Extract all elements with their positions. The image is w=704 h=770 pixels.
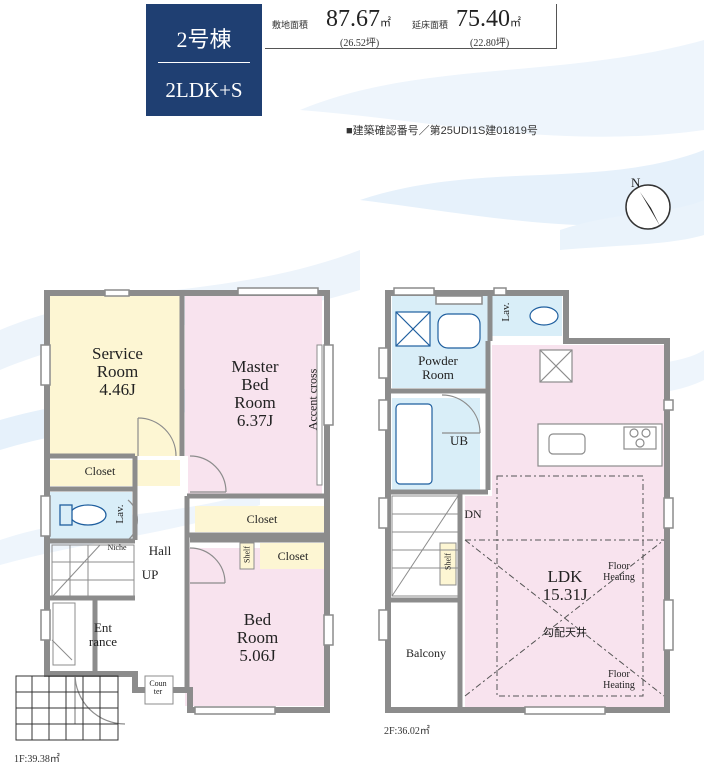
header-underline	[265, 48, 557, 49]
closet-1f-mid-label: Closet	[246, 512, 278, 526]
floor1-area-label: 1F:39.38㎡	[14, 754, 60, 765]
floor2-area-label: 2F:36.02㎡	[384, 726, 430, 737]
shelf-2f-label: Shelf	[443, 553, 453, 570]
compass-north-label: N	[631, 175, 641, 190]
lav-1f-label: Lav.	[114, 504, 126, 524]
compass	[625, 184, 671, 230]
layout-type: 2LDK+S	[165, 78, 243, 102]
niche-label: Niche	[107, 543, 127, 552]
hall-label: Hall	[148, 543, 172, 558]
bed-room-area	[185, 548, 325, 706]
ldk-area	[492, 345, 664, 710]
entrance-label: Ent rance	[88, 620, 118, 649]
powder-room-label: Powder Room	[418, 353, 458, 382]
closet-1f-right	[260, 543, 325, 569]
building-number: 2号棟	[176, 27, 232, 52]
closet-1f-mid	[195, 506, 325, 532]
floor-heating-lower-label: Floor Heating	[603, 669, 635, 691]
master-bed-room-label: Master Bed Room 6.37J	[231, 357, 279, 430]
floor-area-value: 75.40㎡	[456, 6, 521, 32]
sloped-ceiling-label: 勾配天井	[543, 627, 587, 639]
bed-room-label: Bed Room 5.06J	[236, 610, 279, 665]
floor-area-tsubo: (22.80坪)	[470, 38, 510, 49]
closet-1f-left	[50, 460, 180, 486]
closet-1f-right-label: Closet	[277, 549, 309, 563]
service-room-area	[50, 296, 180, 456]
lav-2f-label: Lav.	[500, 302, 512, 322]
site-area-value: 87.67㎡	[326, 6, 391, 32]
permit-number: ■建築確認番号／第25UDI1S建01819号	[346, 125, 538, 137]
header-divider	[556, 4, 557, 49]
badge-divider	[158, 62, 250, 63]
ldk-label: LDK 15.31J	[542, 567, 588, 604]
ub-label: UB	[449, 433, 469, 448]
site-area-tsubo: (26.52坪)	[340, 38, 380, 49]
shelf-1f-label: Shelf	[242, 546, 252, 563]
dn-label: DN	[464, 507, 482, 521]
compass-needle	[640, 192, 660, 226]
master-bed-area	[185, 296, 322, 496]
up-label: UP	[141, 567, 159, 582]
floor-area-label: 延床面積	[412, 20, 449, 30]
floor-heating-upper-label: Floor Heating	[603, 561, 635, 583]
closet-1f-left-label: Closet	[84, 464, 116, 478]
building-badge: 2号棟 2LDK+S	[146, 4, 262, 116]
balcony-label: Balcony	[406, 646, 446, 660]
site-area-label: 敷地面積	[272, 20, 309, 30]
balcony-area	[392, 600, 460, 706]
service-room-label: Service Room 4.46J	[92, 344, 143, 399]
counter-label: Coun ter	[149, 679, 167, 697]
accent-cross-label: Accent cross	[305, 368, 320, 431]
